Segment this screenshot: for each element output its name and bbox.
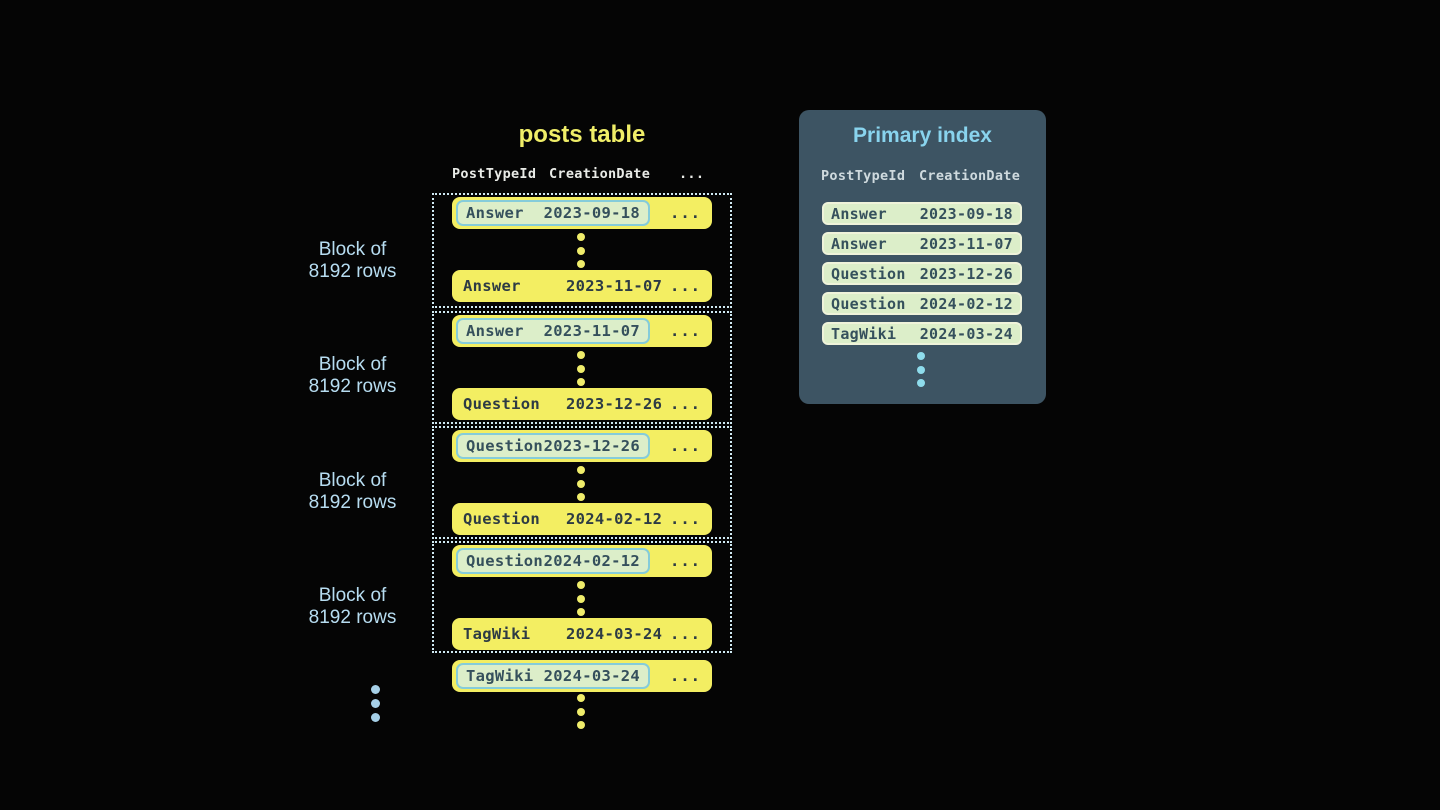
row-ellipsis: ... bbox=[670, 667, 701, 685]
primary-index-panel: Primary index PostTypeId CreationDate An… bbox=[799, 110, 1046, 404]
table-row: Question 2024-02-12 ... bbox=[452, 545, 712, 577]
row-ellipsis: ... bbox=[670, 395, 701, 413]
block-label-3: Block of 8192 rows bbox=[308, 470, 397, 513]
table-row: Question 2023-12-26 ... bbox=[452, 430, 712, 462]
table-row: Question 2024-02-12 ... bbox=[452, 503, 712, 535]
index-entry: Question 2024-02-12 bbox=[822, 292, 1022, 315]
vertical-ellipsis-dots bbox=[577, 351, 585, 386]
vertical-ellipsis-dots bbox=[371, 685, 380, 722]
block-label-4: Block of 8192 rows bbox=[308, 585, 397, 628]
indexed-row-highlight: Answer 2023-11-07 bbox=[456, 318, 650, 344]
index-entry: Answer 2023-09-18 bbox=[822, 202, 1022, 225]
vertical-ellipsis-dots bbox=[577, 694, 585, 729]
index-entry: Answer 2023-11-07 bbox=[822, 232, 1022, 255]
posts-block-4: Question 2024-02-12 ... TagWiki 2024-03-… bbox=[432, 541, 732, 653]
table-row: Question 2023-12-26 ... bbox=[452, 388, 712, 420]
indexed-row-highlight: Answer 2023-09-18 bbox=[456, 200, 650, 226]
posts-block-2: Answer 2023-11-07 ... Question 2023-12-2… bbox=[432, 311, 732, 424]
table-row-next-block: TagWiki 2024-03-24 ... bbox=[452, 660, 712, 692]
index-entry: TagWiki 2024-03-24 bbox=[822, 322, 1022, 345]
vertical-ellipsis-dots bbox=[577, 233, 585, 268]
posts-table-column-headers: PostTypeId CreationDate ... bbox=[432, 166, 732, 186]
vertical-ellipsis-dots bbox=[917, 352, 925, 387]
table-row: Answer 2023-11-07 ... bbox=[452, 315, 712, 347]
index-entry: Question 2023-12-26 bbox=[822, 262, 1022, 285]
table-row: Answer 2023-11-07 ... bbox=[452, 270, 712, 302]
row-ellipsis: ... bbox=[670, 625, 701, 643]
vertical-ellipsis-dots bbox=[577, 581, 585, 616]
row-ellipsis: ... bbox=[670, 552, 701, 570]
block-label-1: Block of 8192 rows bbox=[308, 239, 397, 282]
indexed-row-highlight: TagWiki 2024-03-24 bbox=[456, 663, 650, 689]
row-ellipsis: ... bbox=[670, 510, 701, 528]
vertical-ellipsis-dots bbox=[577, 466, 585, 501]
row-ellipsis: ... bbox=[670, 204, 701, 222]
row-ellipsis: ... bbox=[670, 437, 701, 455]
primary-index-rows: Answer 2023-09-18 Answer 2023-11-07 Ques… bbox=[822, 202, 1022, 352]
row-ellipsis: ... bbox=[670, 277, 701, 295]
indexed-row-highlight: Question 2023-12-26 bbox=[456, 433, 650, 459]
posts-col-posttypeid: PostTypeId bbox=[452, 166, 537, 182]
table-row: Answer 2023-09-18 ... bbox=[452, 197, 712, 229]
index-col-posttypeid: PostTypeId bbox=[821, 168, 906, 184]
posts-col-creationdate: CreationDate bbox=[549, 166, 651, 182]
index-col-creationdate: CreationDate bbox=[919, 168, 1021, 184]
block-label-2: Block of 8192 rows bbox=[308, 354, 397, 397]
primary-index-title: Primary index bbox=[853, 124, 992, 147]
posts-block-1: Answer 2023-09-18 ... Answer 2023-11-07 … bbox=[432, 193, 732, 308]
row-ellipsis: ... bbox=[670, 322, 701, 340]
table-row: TagWiki 2024-03-24 ... bbox=[452, 618, 712, 650]
posts-block-3: Question 2023-12-26 ... Question 2024-02… bbox=[432, 426, 732, 539]
posts-col-ellipsis: ... bbox=[679, 166, 705, 182]
indexed-row-highlight: Question 2024-02-12 bbox=[456, 548, 650, 574]
posts-table-title: posts table bbox=[518, 121, 646, 148]
